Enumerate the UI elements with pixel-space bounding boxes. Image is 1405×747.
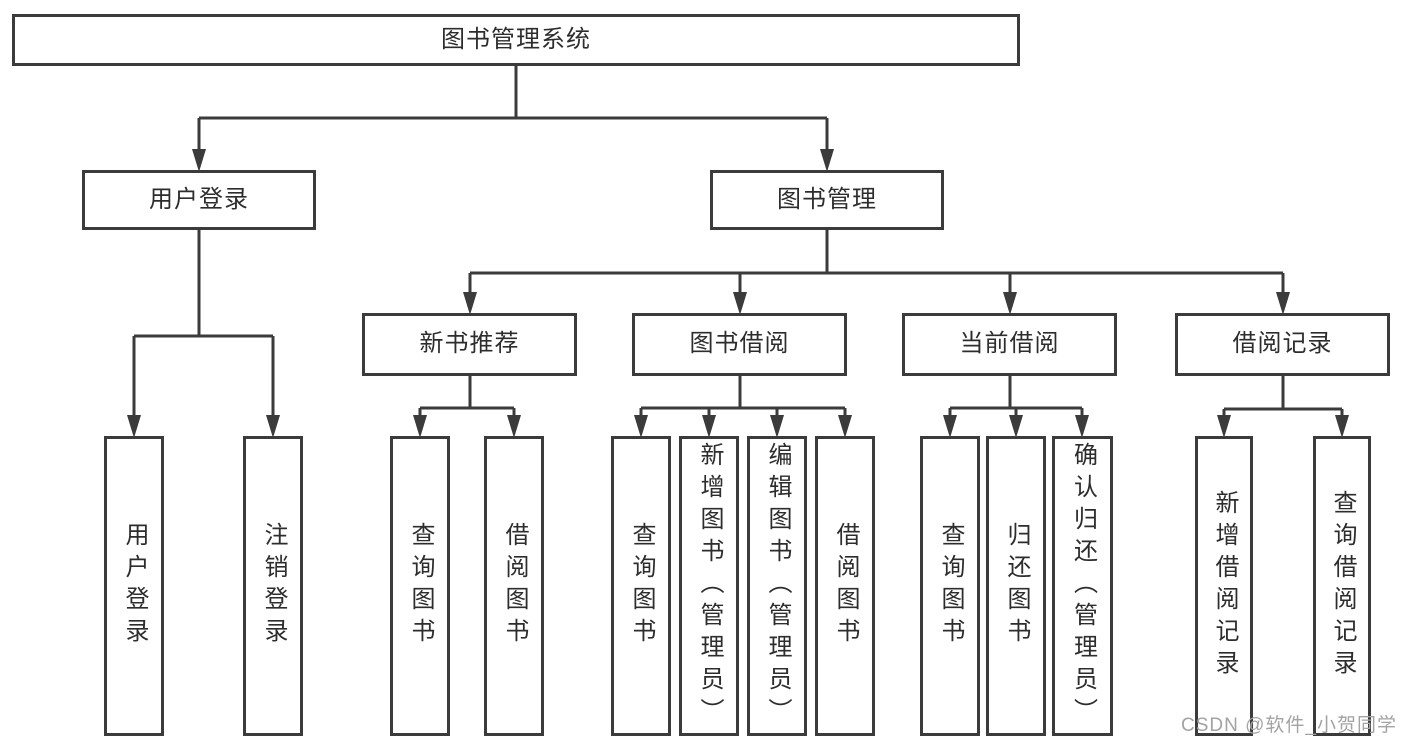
node-leaf-logout: 注销登录 <box>243 436 303 736</box>
connector-root-to-level2 <box>197 66 829 152</box>
node-leaf-add-borrow-record: 新增借阅记录 <box>1195 436 1253 736</box>
arrow-down-icon <box>507 415 521 438</box>
node-leaf-confirm-return-admin: 确认归还（管理员） <box>1052 436 1113 736</box>
arrow-down-icon <box>770 415 784 438</box>
arrow-down-icon <box>634 415 648 438</box>
arrow-down-icon <box>1276 292 1290 315</box>
connector-book-borrowing-to-leaves <box>639 376 847 420</box>
node-user-login-branch: 用户登录 <box>82 170 316 230</box>
watermark: CSDN @软件_小贺同学 <box>1181 715 1397 736</box>
arrow-down-icon <box>1003 292 1017 315</box>
connector-borrowing-records-to-leaves <box>1222 376 1344 420</box>
node-book-borrowing: 图书借阅 <box>632 313 847 376</box>
connector-user-login-to-leaves <box>132 230 275 420</box>
arrow-down-icon <box>1009 415 1023 438</box>
connector-new-book-to-leaves <box>418 376 516 420</box>
node-leaf-user-login: 用户登录 <box>104 436 164 736</box>
node-leaf-borrow-books-recommend: 借阅图书 <box>484 436 544 736</box>
arrow-down-icon <box>413 415 427 438</box>
arrowheads <box>127 149 1349 438</box>
arrow-down-icon <box>702 415 716 438</box>
node-book-management: 图书管理 <box>710 170 944 230</box>
node-leaf-add-books-admin: 新增图书（管理员） <box>679 436 739 736</box>
arrow-down-icon <box>1217 415 1231 438</box>
node-leaf-edit-books-admin: 编辑图书（管理员） <box>747 436 807 736</box>
node-leaf-query-books-current: 查询图书 <box>920 436 980 736</box>
arrow-down-icon <box>1075 415 1089 438</box>
arrow-down-icon <box>266 415 280 438</box>
arrow-down-icon <box>838 415 852 438</box>
arrow-down-icon <box>820 149 834 172</box>
node-leaf-query-borrow-record: 查询借阅记录 <box>1313 436 1371 736</box>
arrow-down-icon <box>463 292 477 315</box>
arrow-down-icon <box>1335 415 1349 438</box>
connector-current-borrowing-to-leaves <box>948 376 1084 420</box>
arrow-down-icon <box>733 292 747 315</box>
connector-book-management-to-groups <box>468 230 1285 296</box>
arrow-down-icon <box>192 149 206 172</box>
arrow-down-icon <box>127 415 141 438</box>
node-leaf-borrow-books: 借阅图书 <box>815 436 875 736</box>
node-leaf-query-books-borrow: 查询图书 <box>611 436 671 736</box>
node-current-borrowing: 当前借阅 <box>902 313 1117 376</box>
node-borrowing-records: 借阅记录 <box>1175 313 1390 376</box>
node-new-book-recommend: 新书推荐 <box>362 313 577 376</box>
node-leaf-return-books: 归还图书 <box>986 436 1046 736</box>
node-library-system: 图书管理系统 <box>12 14 1020 66</box>
node-leaf-query-books-recommend: 查询图书 <box>390 436 450 736</box>
arrow-down-icon <box>943 415 957 438</box>
